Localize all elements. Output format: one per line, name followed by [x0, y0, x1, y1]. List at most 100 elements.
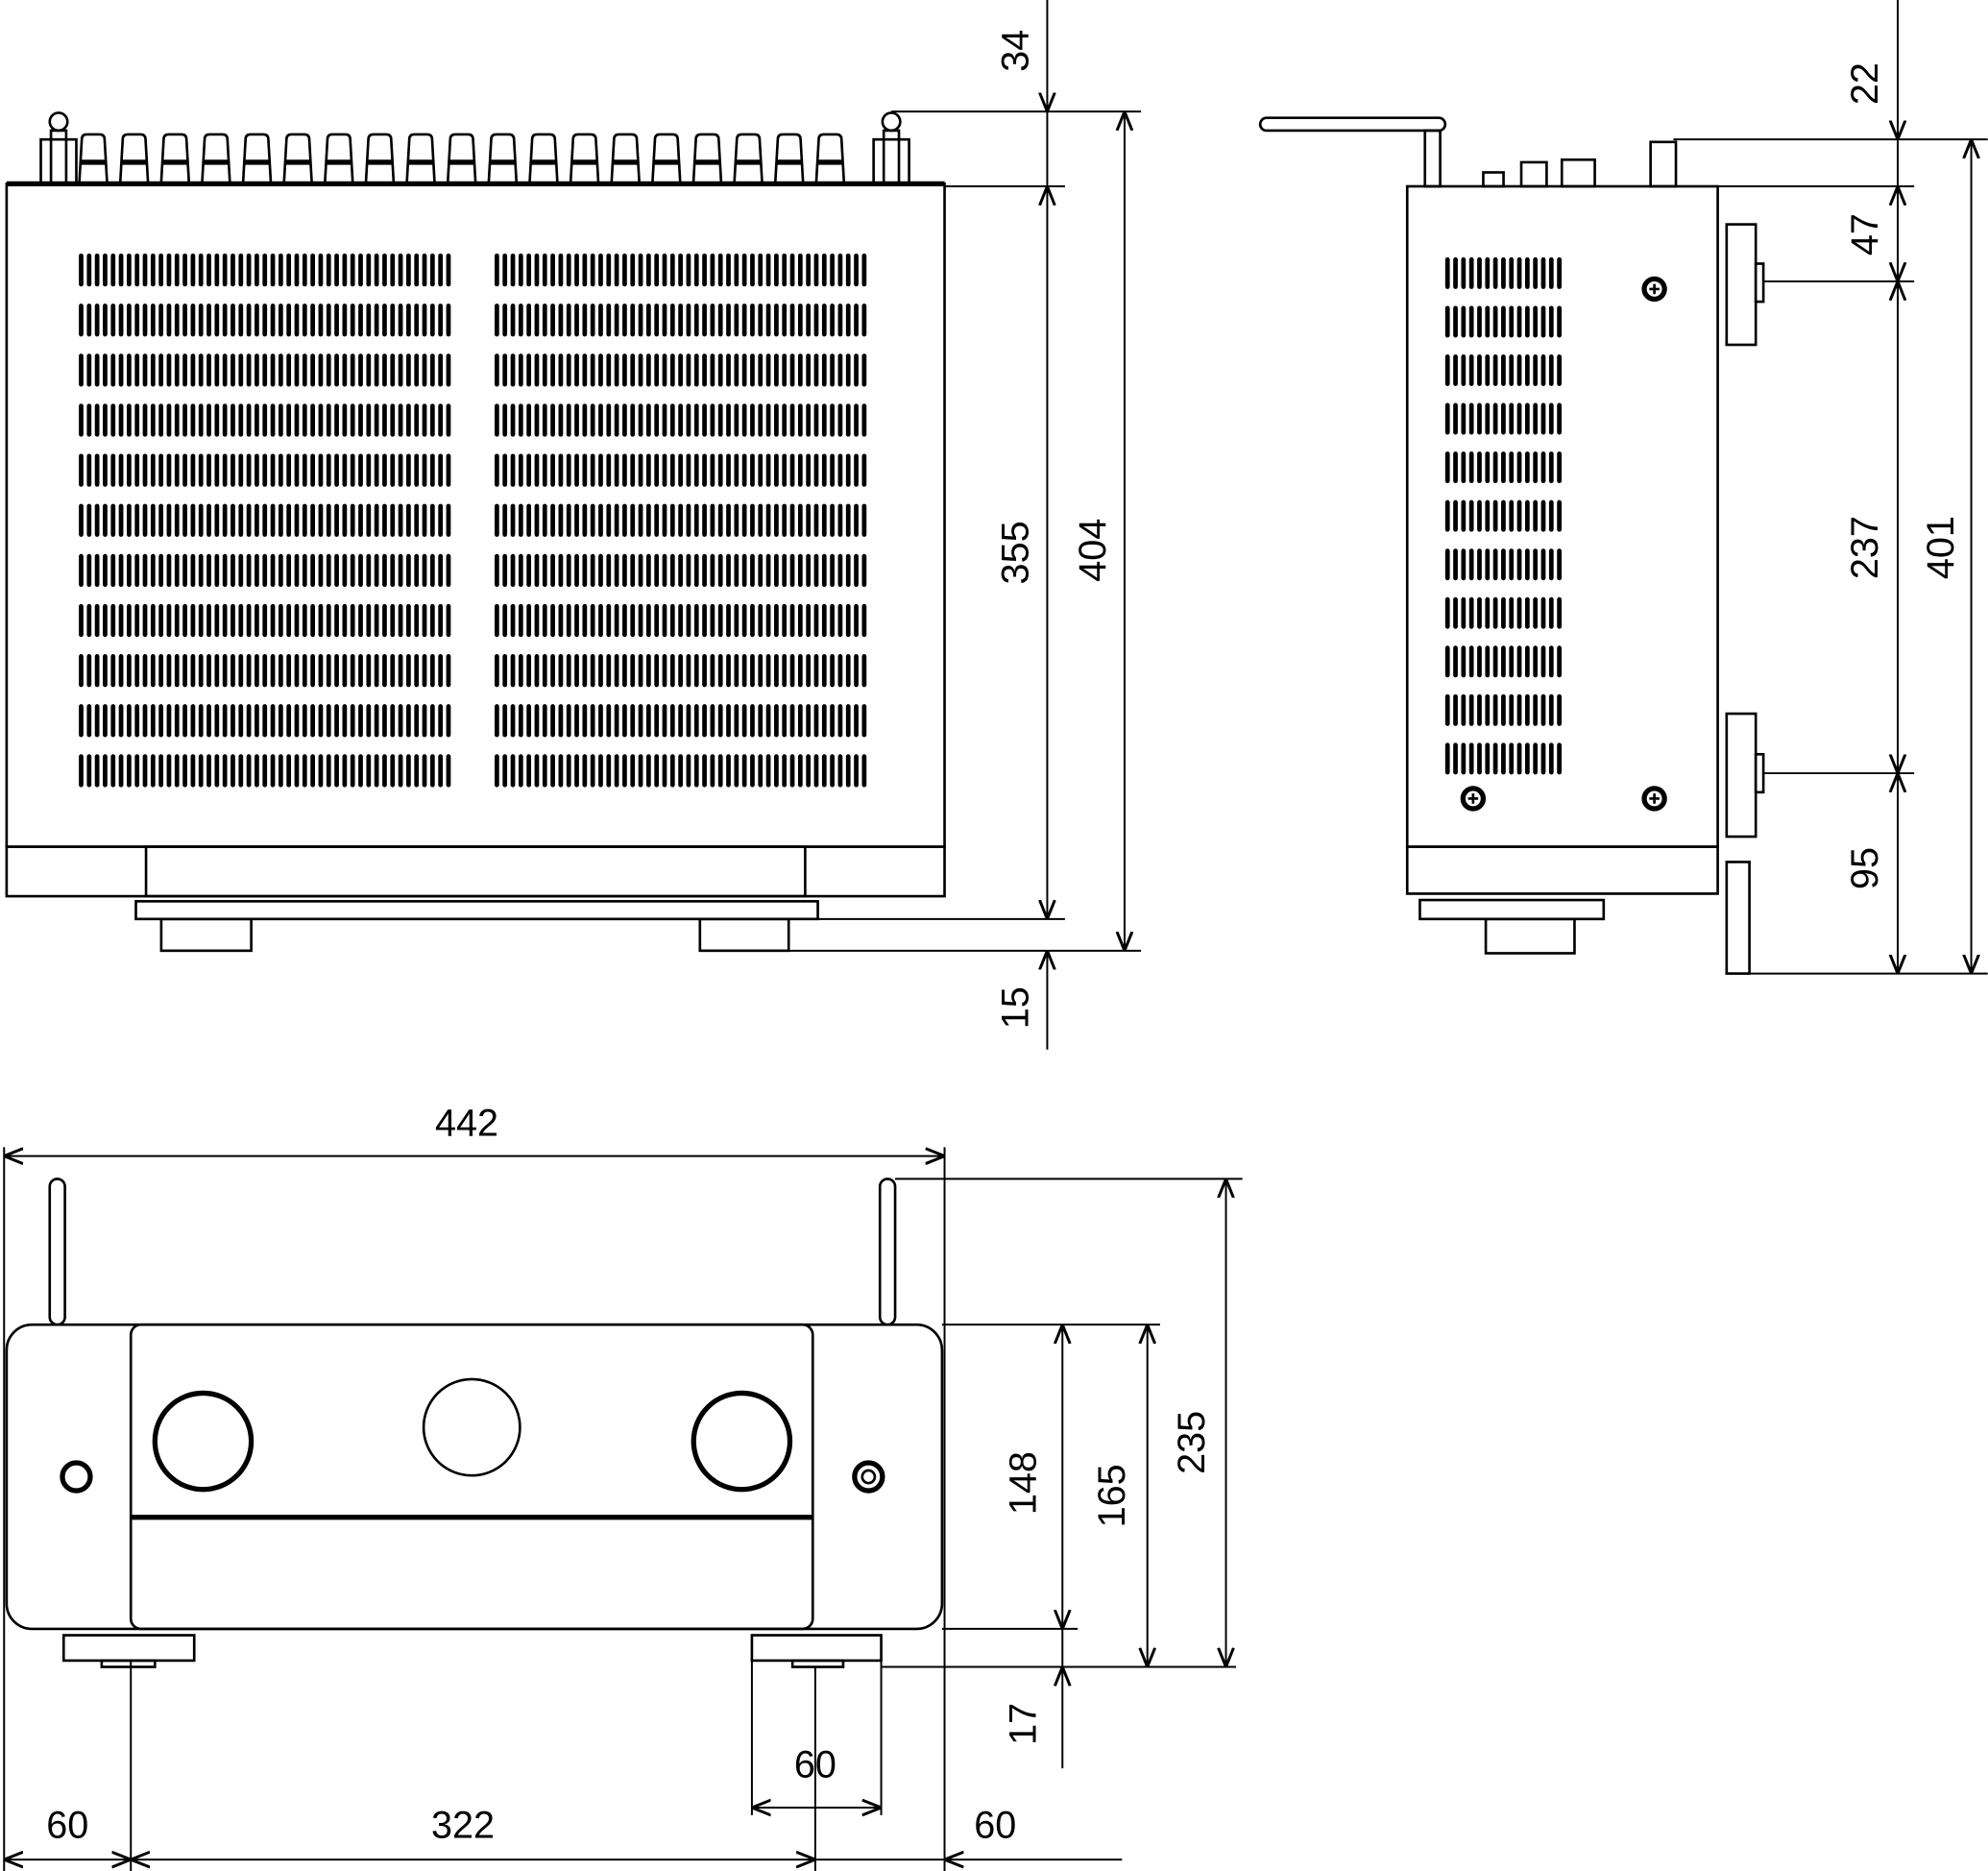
vent-slot [374, 304, 379, 337]
vent-slot [758, 503, 764, 537]
vent-slot [574, 603, 579, 638]
vent-slot [414, 403, 420, 437]
antenna-left [48, 1178, 66, 1326]
vent-slot [1485, 693, 1491, 726]
vent-slot [582, 453, 588, 487]
vent-slot [638, 353, 643, 387]
vent-slot [1492, 742, 1498, 775]
vent-slot [622, 453, 627, 487]
vent-slot [1492, 693, 1498, 726]
dim-label: 22 [1844, 62, 1886, 105]
vent-slot [686, 754, 691, 788]
vent-slot [750, 503, 755, 537]
vent-slot [614, 603, 619, 638]
vent-slot [630, 603, 636, 638]
vent-slot [1477, 402, 1482, 435]
vent-slot [326, 553, 331, 588]
vent-slot [278, 253, 283, 287]
vent-slot [318, 704, 324, 738]
vent-slot [845, 304, 851, 337]
vent-slot [861, 253, 867, 287]
vent-slot [726, 704, 731, 738]
vent-slot [255, 704, 259, 738]
vent-slot [566, 304, 571, 337]
vent-slot [422, 654, 427, 688]
vent-slot [174, 304, 180, 337]
vent-slot [566, 553, 571, 588]
vent-slot [1485, 742, 1491, 775]
vent-slot [238, 253, 244, 287]
vent-slot [238, 754, 244, 788]
vent-slot [262, 704, 268, 738]
screw-icon [1641, 276, 1667, 303]
vent-slot [669, 754, 675, 788]
vent-slot [158, 353, 164, 387]
vent-slot [310, 503, 315, 537]
vent-slot [654, 503, 660, 537]
vent-slot [693, 553, 699, 588]
vent-slot [127, 253, 132, 287]
vent-slot [94, 704, 100, 738]
vent-slot [717, 603, 723, 638]
vent-slot [366, 503, 372, 537]
vent-slot [182, 603, 187, 638]
vent-slot [758, 553, 764, 588]
vent-slot [174, 353, 180, 387]
vent-slot [94, 603, 100, 638]
vent-slot [214, 503, 220, 537]
vent-slot [1509, 596, 1515, 629]
front-dimensions: 442 148 165 235 17 60 60 322 60 [3, 1103, 1243, 1871]
vent-slot [1509, 499, 1515, 532]
vent-slot [366, 704, 372, 738]
vent-slot [366, 603, 372, 638]
vent-slot [134, 654, 140, 688]
vent-slot [566, 353, 571, 387]
vent-slot [1516, 645, 1522, 678]
vent-slot [518, 353, 523, 387]
vent-slot [366, 304, 372, 337]
vent-slot [134, 754, 140, 788]
vent-slot [606, 403, 612, 437]
vent-slot [638, 654, 643, 688]
vent-slot [1468, 693, 1474, 726]
vent-slot [390, 304, 396, 337]
vent-slot [813, 503, 819, 537]
vent-slot [94, 403, 100, 437]
vent-slot [214, 304, 220, 337]
vent-slot [198, 304, 204, 337]
vent-slot [206, 253, 211, 287]
vent-slot [495, 453, 499, 487]
vent-slot [270, 603, 276, 638]
vent-slot [110, 603, 116, 638]
vent-slot [495, 754, 499, 788]
vent-slot [622, 503, 627, 537]
vent-slot [406, 403, 411, 437]
vent-slot [582, 253, 588, 287]
vent-slot [702, 704, 707, 738]
vent-slot [255, 503, 259, 537]
vent-slot [678, 754, 683, 788]
vent-slot [495, 253, 499, 287]
headphone-jack-icon [852, 1460, 885, 1494]
vent-slot [118, 253, 124, 287]
vent-slot [182, 453, 187, 487]
vent-slot [622, 353, 627, 387]
vent-slot [813, 553, 819, 588]
vent-slot [198, 603, 204, 638]
vent-slot [558, 704, 564, 738]
vent-slot [526, 253, 532, 287]
vent-slot [1524, 548, 1530, 581]
vent-slot [302, 353, 307, 387]
screw-icon [1641, 786, 1667, 812]
vent-slot [606, 654, 612, 688]
vent-slot [166, 403, 172, 437]
vent-slot [166, 503, 172, 537]
vent-slot [382, 353, 387, 387]
vent-slot [806, 754, 812, 788]
vent-slot [390, 353, 396, 387]
vent-slot [1548, 645, 1554, 678]
vent-slot [110, 253, 116, 287]
vent-slot [806, 353, 812, 387]
vent-slot [86, 654, 92, 688]
vent-slot [150, 403, 156, 437]
